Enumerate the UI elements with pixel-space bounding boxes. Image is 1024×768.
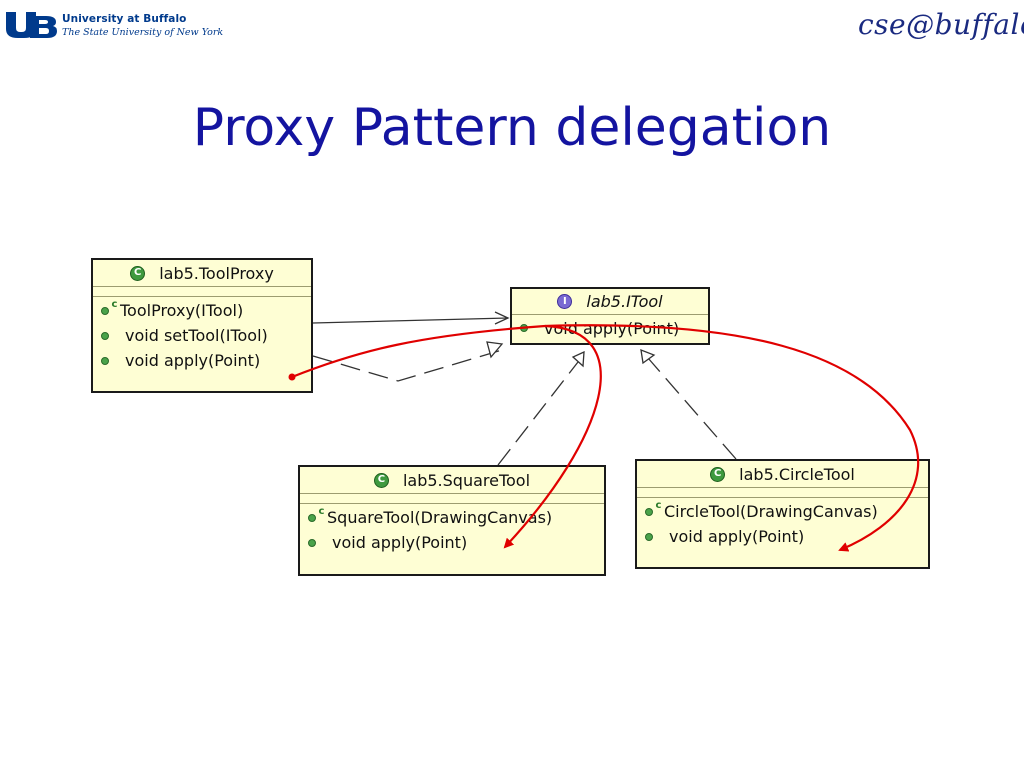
constructor-icon: c — [111, 299, 118, 310]
association-line — [312, 317, 509, 324]
operations-compartment: c ToolProxy(ITool) void setTool(ITool) v… — [93, 297, 311, 373]
class-name: lab5.SquareTool — [402, 470, 531, 490]
operations-compartment: void apply(Point) — [512, 315, 708, 341]
uml-class-squaretool[interactable]: C lab5.SquareTool c SquareTool(DrawingCa… — [298, 465, 606, 576]
operation-apply[interactable]: void apply(Point) — [93, 348, 311, 373]
uml-class-toolproxy[interactable]: C lab5.ToolProxy c ToolProxy(ITool) void… — [91, 258, 313, 393]
operation-label: SquareTool(DrawingCanvas) — [327, 508, 553, 527]
public-method-icon — [645, 507, 653, 516]
operation-label: void apply(Point) — [332, 533, 468, 552]
operation-label: void apply(Point) — [669, 527, 805, 546]
public-method-icon — [101, 306, 109, 315]
uml-class-circletool[interactable]: C lab5.CircleTool c CircleTool(DrawingCa… — [635, 459, 930, 569]
ub-monogram-icon — [6, 12, 57, 38]
interface-icon: I — [557, 294, 573, 309]
constructor-icon: c — [318, 506, 325, 517]
university-name: University at Buffalo — [62, 13, 187, 25]
realization-arrowhead-toolproxy — [486, 341, 504, 359]
class-header: C lab5.ToolProxy — [93, 260, 311, 287]
operation-constructor[interactable]: c CircleTool(DrawingCanvas) — [637, 499, 928, 524]
cse-logo: cse@buffalo — [852, 6, 1024, 56]
public-method-icon — [101, 331, 109, 340]
public-method-icon — [308, 538, 316, 547]
class-name: lab5.ITool — [586, 292, 663, 311]
class-header: I lab5.ITool — [512, 289, 708, 315]
ub-logo: University at Buffalo The State Universi… — [4, 8, 223, 42]
operation-label: void apply(Point) — [125, 351, 261, 370]
class-header: C lab5.CircleTool — [637, 461, 928, 488]
operation-label: CircleTool(DrawingCanvas) — [664, 502, 878, 521]
university-subtitle: The State University of New York — [62, 27, 224, 38]
operation-apply[interactable]: void apply(Point) — [512, 315, 708, 341]
class-header: C lab5.SquareTool — [300, 467, 604, 494]
realization-arrowhead-square — [571, 350, 585, 368]
realization-line-square — [497, 361, 579, 466]
operation-constructor[interactable]: c ToolProxy(ITool) — [93, 298, 311, 323]
operation-apply[interactable]: void apply(Point) — [637, 524, 928, 549]
cse-logo-text: cse@buffalo — [858, 8, 1024, 41]
public-method-icon — [520, 324, 528, 332]
operation-apply[interactable]: void apply(Point) — [300, 530, 604, 555]
realization-arrowhead-circle — [640, 348, 656, 365]
delegation-proxy-to-itool — [291, 324, 546, 379]
operation-label: void apply(Point) — [544, 318, 680, 338]
operation-settool[interactable]: void setTool(ITool) — [93, 323, 311, 348]
public-method-icon — [308, 513, 316, 522]
constructor-icon: c — [655, 500, 662, 511]
operation-constructor[interactable]: c SquareTool(DrawingCanvas) — [300, 505, 604, 530]
association-arrowhead — [494, 311, 510, 325]
operations-compartment: c CircleTool(DrawingCanvas) void apply(P… — [637, 498, 928, 549]
operation-label: ToolProxy(ITool) — [120, 301, 244, 320]
realization-line-circle — [647, 357, 737, 460]
class-name: lab5.ToolProxy — [159, 263, 274, 283]
class-name: lab5.CircleTool — [739, 464, 855, 484]
realization-line-toolproxy — [312, 349, 503, 382]
public-method-icon — [101, 356, 109, 365]
class-icon: C — [373, 472, 389, 488]
slide-title: Proxy Pattern delegation — [192, 98, 832, 158]
uml-interface-itool[interactable]: I lab5.ITool void apply(Point) — [510, 287, 710, 345]
operation-label: void setTool(ITool) — [125, 326, 268, 345]
operations-compartment: c SquareTool(DrawingCanvas) void apply(P… — [300, 504, 604, 555]
class-icon: C — [710, 466, 726, 482]
attributes-compartment — [637, 488, 928, 498]
attributes-compartment — [300, 494, 604, 504]
attributes-compartment — [93, 287, 311, 297]
class-icon: C — [130, 265, 146, 281]
public-method-icon — [645, 532, 653, 541]
